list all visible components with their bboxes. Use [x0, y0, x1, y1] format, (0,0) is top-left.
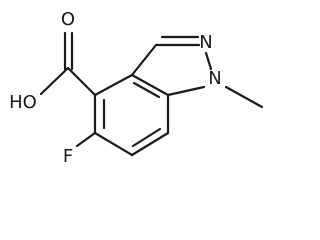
bond-c4-carboxyl [66, 66, 97, 97]
bond-c7a-c3a-inner [132, 81, 161, 99]
label-fluorine: F [63, 146, 73, 167]
bond-n1-methyl [224, 85, 264, 109]
bond-carboxyl-oh [39, 66, 70, 96]
bond-c7a-c3a [130, 73, 170, 97]
chemical-structure: HO O N N F [9, 9, 264, 167]
bond-n2-n1 [204, 51, 213, 71]
label-nitrogen-2: N [199, 32, 212, 53]
bond-c5-c6 [93, 131, 134, 157]
label-nitrogen-1: N [208, 68, 221, 89]
bond-c5-f [75, 131, 97, 148]
bond-c3a-c3 [130, 43, 158, 77]
label-hydroxyl: HO [9, 92, 37, 113]
bond-c6-c7-inner [131, 127, 162, 148]
label-carbonyl-oxygen: O [61, 9, 75, 30]
bond-c6-c7 [130, 131, 170, 157]
bond-n1-c7a [166, 85, 206, 97]
bond-c3a-c4 [93, 73, 134, 97]
